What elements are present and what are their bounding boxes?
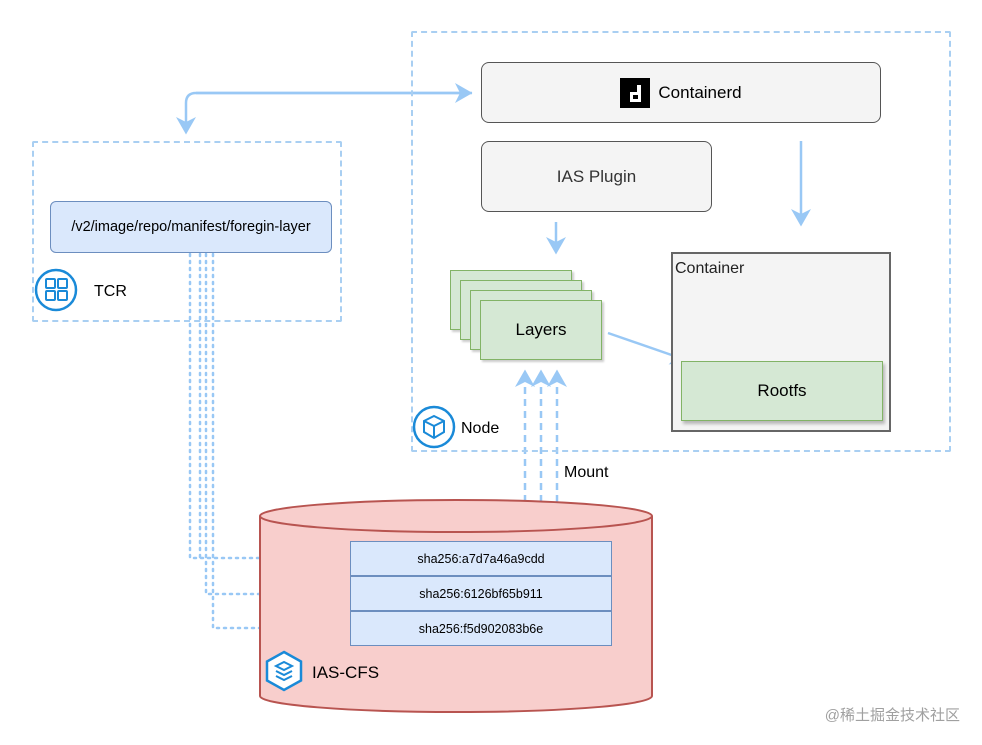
mount-arrows xyxy=(515,369,567,502)
cube-icon xyxy=(412,405,456,449)
tcr-group xyxy=(32,141,342,322)
ias-plugin-label: IAS Plugin xyxy=(556,166,637,186)
ias-plugin-node[interactable]: IAS Plugin xyxy=(481,141,712,212)
hash-item[interactable]: sha256:f5d902083b6e xyxy=(350,611,612,646)
hash-label: sha256:a7d7a46a9cdd xyxy=(417,551,545,566)
node-label: Node xyxy=(461,420,500,437)
manifest-node[interactable]: /v2/image/repo/manifest/foregin-layer xyxy=(50,201,332,253)
rootfs-node[interactable]: Rootfs xyxy=(681,361,883,421)
containerd-label: Containerd xyxy=(658,82,742,102)
node-group xyxy=(411,31,951,452)
containerd-node[interactable]: Containerd xyxy=(481,62,881,123)
grid-apps-icon xyxy=(34,268,78,312)
tcr-label: TCR xyxy=(94,283,127,300)
hash-label: sha256:6126bf65b911 xyxy=(419,586,543,601)
tcr-containerd-arrow xyxy=(176,91,472,135)
manifest-label: /v2/image/repo/manifest/foregin-layer xyxy=(71,219,311,235)
hash-item[interactable]: sha256:a7d7a46a9cdd xyxy=(350,541,612,576)
containerd-logo-icon xyxy=(620,77,651,108)
rootfs-label: Rootfs xyxy=(757,381,807,400)
watermark: @稀土掘金技术社区 xyxy=(824,707,960,724)
ias-cfs-label: IAS-CFS xyxy=(312,663,380,682)
layer-sheet-front: Layers xyxy=(480,300,602,360)
container-label: Container xyxy=(675,260,745,277)
mount-label: Mount xyxy=(564,464,609,481)
layers-label: Layers xyxy=(515,320,567,339)
hash-item[interactable]: sha256:6126bf65b911 xyxy=(350,576,612,611)
hash-label: sha256:f5d902083b6e xyxy=(418,621,544,636)
layers-stack-icon xyxy=(265,650,303,692)
layers-stack[interactable]: Layers xyxy=(450,270,610,370)
